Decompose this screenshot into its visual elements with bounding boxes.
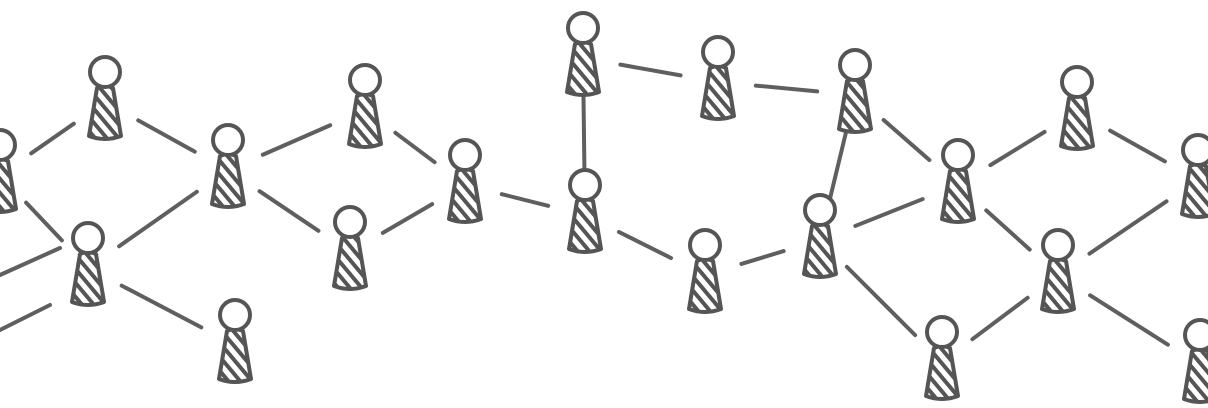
person-icon	[1040, 228, 1076, 314]
person-head	[448, 138, 482, 172]
person-body	[687, 257, 723, 314]
connection-line	[257, 189, 321, 233]
person-head	[0, 128, 17, 162]
connection-line	[380, 202, 435, 235]
connection-line	[581, 93, 587, 180]
person-head	[1060, 65, 1094, 99]
person-body	[1059, 94, 1095, 151]
connection-line	[119, 283, 204, 330]
connection-line	[117, 189, 199, 249]
person-icon	[70, 221, 106, 307]
connection-line	[881, 118, 932, 162]
connection-line	[826, 129, 849, 206]
connection-line	[0, 303, 52, 332]
connection-line	[393, 130, 437, 165]
person-icon	[565, 11, 601, 97]
connection-line	[1088, 293, 1170, 347]
connection-line	[1087, 199, 1169, 256]
connection-line	[616, 229, 674, 261]
person-nodes	[0, 11, 1208, 404]
person-icon	[837, 48, 873, 134]
person-head	[1181, 133, 1208, 167]
connection-line	[29, 121, 76, 156]
person-icon	[87, 55, 123, 141]
person-icon	[447, 138, 483, 224]
connection-line	[970, 295, 1030, 342]
person-icon	[1180, 133, 1208, 219]
person-head	[71, 221, 105, 255]
person-icon	[1059, 65, 1095, 151]
person-head	[925, 315, 959, 349]
person-icon	[700, 35, 736, 121]
person-body	[347, 92, 383, 149]
connection-lines	[0, 62, 1170, 347]
person-head	[88, 55, 122, 89]
person-body	[924, 344, 960, 401]
connection-line	[499, 192, 551, 208]
person-icon	[1182, 318, 1208, 404]
person-head	[1041, 228, 1075, 262]
person-head	[941, 138, 975, 172]
person-icon	[687, 228, 723, 314]
person-body	[70, 250, 106, 307]
person-body	[1182, 347, 1208, 404]
person-icon	[210, 123, 246, 209]
person-body	[837, 77, 873, 134]
person-body	[565, 40, 601, 97]
person-icon	[332, 205, 368, 291]
connection-line	[136, 118, 197, 154]
person-icon	[567, 168, 603, 254]
person-body	[0, 157, 18, 214]
connection-line	[0, 246, 62, 277]
person-head	[218, 298, 252, 332]
connection-line	[988, 129, 1047, 168]
connection-line	[618, 62, 683, 78]
person-head	[333, 205, 367, 239]
person-icon	[802, 193, 838, 279]
person-body	[567, 197, 603, 254]
person-icon	[347, 63, 383, 149]
person-body	[210, 152, 246, 209]
connection-line	[984, 208, 1032, 252]
person-icon	[924, 315, 960, 401]
person-body	[447, 167, 483, 224]
connection-line	[260, 123, 333, 157]
person-head	[566, 11, 600, 45]
person-head	[803, 193, 837, 227]
person-icon	[217, 298, 253, 384]
connection-line	[853, 197, 925, 228]
connection-line	[844, 264, 918, 338]
connection-line	[753, 83, 820, 94]
person-icon	[0, 128, 18, 214]
person-icon	[940, 138, 976, 224]
person-head	[348, 63, 382, 97]
person-head	[701, 35, 735, 69]
person-body	[1040, 257, 1076, 314]
person-body	[332, 234, 368, 291]
person-body	[940, 167, 976, 224]
person-head	[688, 228, 722, 262]
person-body	[700, 64, 736, 121]
person-body	[802, 222, 838, 279]
person-body	[1180, 162, 1208, 219]
person-head	[1183, 318, 1208, 352]
connection-line	[739, 249, 786, 266]
connection-line	[1108, 128, 1167, 164]
person-head	[568, 168, 602, 202]
person-head	[211, 123, 245, 157]
person-body	[217, 327, 253, 384]
person-head	[838, 48, 872, 82]
connection-line	[24, 200, 64, 243]
person-body	[87, 84, 123, 141]
